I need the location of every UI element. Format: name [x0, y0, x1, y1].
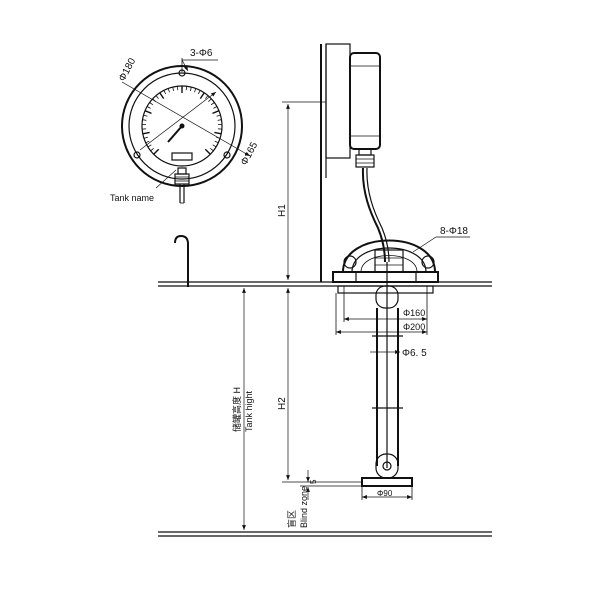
gauge-scale-ticks	[141, 86, 223, 155]
bolt-hole-left	[343, 255, 357, 269]
gauge-tick	[147, 144, 152, 148]
gauge-tick	[210, 102, 215, 106]
gauge-tick	[172, 87, 174, 92]
head-gland	[355, 154, 375, 168]
label-holes: 3-Φ6	[190, 48, 213, 59]
gauge-tick	[185, 86, 188, 91]
gauge-tick	[214, 140, 219, 144]
gauge-tick	[214, 131, 222, 135]
top-flange	[332, 271, 439, 283]
outer-dia-leader	[121, 81, 251, 157]
gauge-tick	[205, 95, 209, 99]
height-dimensions: H1 H2 5 储罐高度 H Tank hight 盲区 Blind zone	[231, 101, 362, 533]
vent-hook-pipe	[174, 234, 189, 287]
gauge-tick	[204, 148, 211, 155]
flange-assembly: 8-Φ18 Φ160 Φ200	[332, 226, 470, 335]
gauge-tick	[142, 119, 147, 121]
gauge-tick	[149, 102, 154, 106]
gauge-tick	[150, 147, 154, 152]
lower-flange	[337, 285, 434, 294]
tank-name-plate	[171, 152, 193, 161]
inner-dia-leader	[139, 91, 217, 151]
label-inner-dia: Φ165	[239, 140, 260, 167]
gauge-connector-nut	[174, 173, 190, 185]
label-h1: H1	[277, 204, 288, 217]
gauge-tick	[145, 140, 150, 144]
gauge-tick	[142, 131, 150, 135]
gauge-tick	[167, 88, 170, 93]
head-housing	[349, 52, 381, 150]
gauge-bezel	[128, 72, 236, 180]
bolt-holes-leader	[412, 236, 437, 253]
label-outer-dia: Φ180	[117, 56, 138, 83]
label-dia-160: Φ160	[403, 308, 425, 318]
gauge-tick	[199, 92, 205, 99]
label-dia-90: Φ90	[377, 489, 393, 498]
mount-hole-right	[223, 151, 231, 159]
probe-tube: Φ6. 5 Φ90	[361, 262, 427, 500]
gauge-tick	[213, 106, 218, 109]
wall-mounted-head	[320, 43, 390, 282]
label-blind-zone-cn: 盲区	[286, 510, 297, 528]
label-h2: H2	[277, 397, 288, 410]
label-tank-name: Tank name	[110, 193, 154, 203]
gauge-tick	[163, 90, 167, 95]
gauge-needle	[167, 125, 183, 143]
head-bracket	[325, 43, 351, 159]
label-blind-zone-en: Blind zone	[299, 486, 309, 528]
label-bolt-holes: 8-Φ18	[440, 226, 468, 237]
gauge-connector-top	[177, 167, 187, 175]
gauge-tick	[143, 136, 148, 139]
gauge-tick	[143, 114, 148, 117]
mounting-arch	[342, 239, 436, 273]
bottom-weight	[361, 477, 413, 487]
gauge-tick	[212, 110, 220, 115]
gauge-tick	[159, 92, 165, 99]
gauge-tick	[194, 88, 197, 93]
bolt-hole-right	[421, 255, 435, 269]
gauge-tick	[217, 119, 222, 121]
gauge-tick	[155, 95, 159, 99]
gauge-tick	[146, 106, 151, 109]
label-dia-200: Φ200	[403, 322, 425, 332]
gauge-tick	[216, 114, 221, 117]
tank-name-leader	[155, 169, 177, 189]
gauge-tick	[190, 87, 192, 92]
mount-hole-left	[133, 151, 141, 159]
gauge-tick	[144, 110, 152, 115]
signal-cable	[361, 167, 386, 263]
gauge-tick	[212, 144, 217, 148]
label-probe-dia: Φ6. 5	[402, 348, 427, 359]
label-tank-height-en: Tank hight	[244, 390, 254, 432]
gauge-tick	[153, 148, 160, 155]
gauge-tick	[197, 90, 201, 95]
label-blind-value: 5	[309, 479, 318, 484]
label-tank-height-cn: 储罐高度 H	[231, 387, 242, 432]
gauge-tick	[210, 147, 214, 152]
gauge-tick	[208, 98, 212, 102]
gauge-tick	[176, 86, 179, 91]
gauge-detail: 3-Φ6 Φ180 Φ165 Tank name	[110, 48, 260, 204]
